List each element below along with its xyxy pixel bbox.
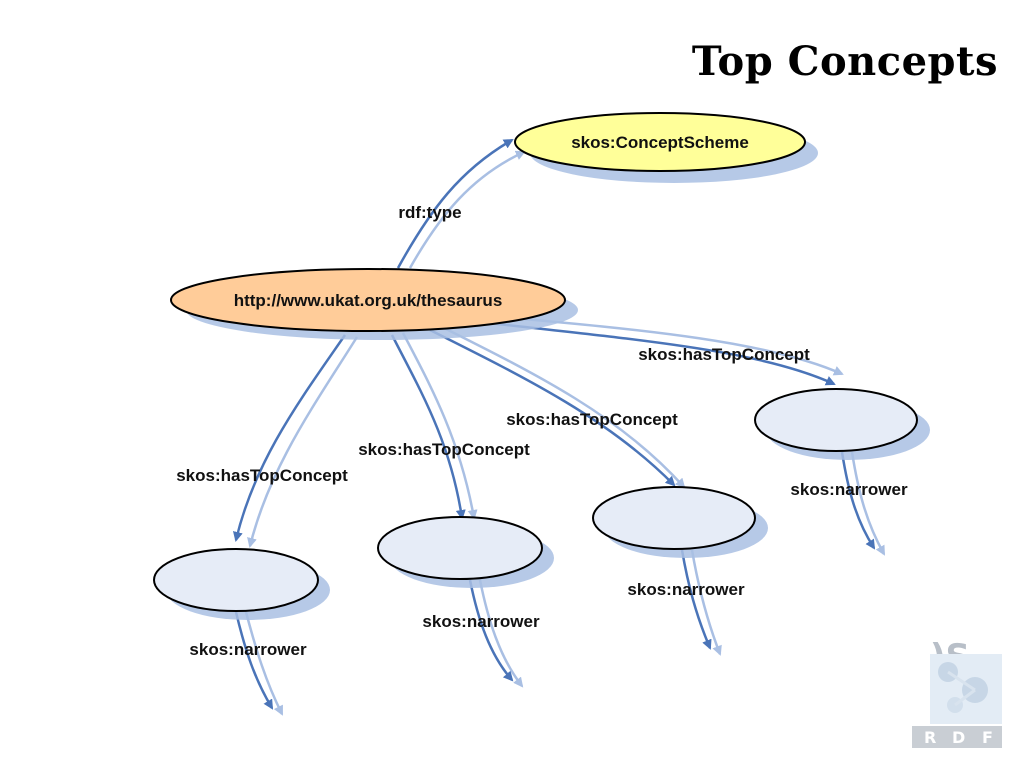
node-concept-3 xyxy=(592,486,768,558)
logo-letter-f: F xyxy=(982,728,993,747)
edge-label-rdf-type: rdf:type xyxy=(398,203,461,222)
edge-narrower-3 xyxy=(680,549,722,656)
edge-narrower-4 xyxy=(840,451,886,556)
edge-rdf-type xyxy=(396,138,526,269)
node-concept-2 xyxy=(377,516,554,588)
edge-has-top-concept-1 xyxy=(232,334,359,548)
edge-label-narrower-2: skos:narrower xyxy=(422,612,540,631)
edge-narrower-2 xyxy=(468,579,524,688)
edge-label-has-top-concept-4: skos:hasTopConcept xyxy=(638,345,810,364)
node-concept-4 xyxy=(754,388,930,460)
node-thesaurus: http://www.ukat.org.uk/thesaurus xyxy=(170,268,578,340)
edge-label-has-top-concept-3: skos:hasTopConcept xyxy=(506,410,678,429)
edge-label-narrower-1: skos:narrower xyxy=(189,640,307,659)
node-concept-scheme-label: skos:ConceptScheme xyxy=(571,133,749,152)
edge-has-top-concept-2 xyxy=(390,332,478,520)
edge-narrower-1 xyxy=(234,611,284,716)
slide-title: Top Concepts xyxy=(691,38,998,85)
node-thesaurus-label: http://www.ukat.org.uk/thesaurus xyxy=(234,291,503,310)
logo-letter-d: D xyxy=(952,728,965,747)
edge-label-narrower-4: skos:narrower xyxy=(790,480,908,499)
edge-has-top-concept-3 xyxy=(429,324,686,489)
edge-label-has-top-concept-1: skos:hasTopConcept xyxy=(176,466,348,485)
node-concept-scheme: skos:ConceptScheme xyxy=(514,112,818,183)
rdf-logo: )S R D F xyxy=(912,637,1002,748)
logo-letter-r: R xyxy=(924,728,936,747)
node-concept-1 xyxy=(153,548,330,620)
edge-label-narrower-3: skos:narrower xyxy=(627,580,745,599)
edge-label-has-top-concept-2: skos:hasTopConcept xyxy=(358,440,530,459)
